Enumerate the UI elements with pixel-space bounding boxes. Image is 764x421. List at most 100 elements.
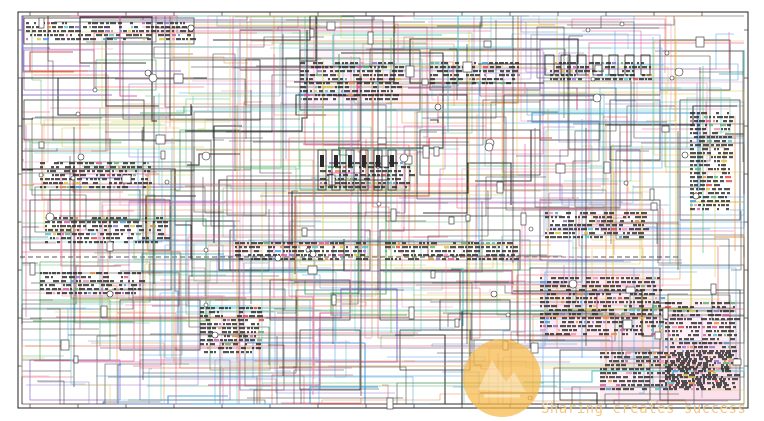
connector-pin [694,120,698,123]
connector-pin [706,188,710,191]
wire [324,66,669,196]
connector-pin [607,352,609,355]
connector-pin [141,178,144,181]
connector-pin [629,78,631,81]
connector-pin [707,322,712,325]
wire [105,37,159,107]
connector-pin [730,310,734,313]
connector-pin [147,162,149,165]
connector-pin [103,237,105,240]
connector-pin [398,242,400,245]
connector-pin [76,276,80,279]
connector-pin [120,229,125,232]
connector-pin [564,333,570,336]
connector-pin [638,232,644,235]
connector-pin [62,22,64,25]
connector-pin [651,281,655,284]
connector-pin [138,182,142,185]
connector-pin [590,236,592,239]
connector-pin [642,352,647,355]
relay-symbol [483,40,492,48]
wire [175,347,199,351]
connector-pin [718,356,724,359]
connector-pin [333,98,336,101]
connector-pin [360,74,362,77]
connector-pin [588,301,593,304]
connector-pin [605,364,610,367]
connector-pin [375,94,379,97]
connector-pin [256,347,261,350]
connector-pin [124,272,130,275]
connector-pin [119,26,122,29]
connector-pin [444,70,448,73]
connector-pin [716,382,722,385]
wire [244,92,300,170]
connector-pin [86,178,88,181]
wire [174,190,286,334]
connector-pin [653,360,656,363]
connector-pin [665,338,668,341]
connector-pin [732,382,735,385]
connector-pin [50,170,56,173]
connector-pin [77,162,83,165]
connector-pin [499,258,504,261]
connector-pin [90,178,93,181]
connector-pin [552,285,558,288]
connector-pin [401,166,406,169]
connector-pin [427,242,429,245]
connector-pin [92,26,97,29]
connector-pin [441,62,443,65]
connector-pin [314,98,318,101]
connector-pin [172,38,175,41]
connector-pin [495,62,498,65]
connector-pin [430,74,432,77]
connector-pin [653,309,657,312]
connector-pin [51,166,54,169]
connector-pin [559,216,565,219]
connector-pin [563,232,568,235]
connector-pin [673,310,676,313]
connector-pin [145,241,149,244]
connector-pin [710,358,713,361]
connector-pin [100,233,104,236]
connector-pin [131,233,134,236]
connector-pin [164,237,170,240]
connector-pin [247,331,249,334]
connector-pin [701,318,707,321]
terminal-symbol [75,111,81,117]
connector-pin [257,254,263,257]
connector-pin [729,358,732,361]
connector-pin [703,378,705,381]
connector-pin [375,70,381,73]
connector-pin [721,200,725,203]
connector-pin [724,148,729,151]
connector-pin [311,66,314,69]
connector-pin [630,301,632,304]
connector-pin [471,242,473,245]
connector-pin [435,62,439,65]
connector-pin [587,321,590,324]
connector-pin [418,254,422,257]
connector-pin [104,26,110,29]
connector-pin [729,156,733,159]
connector-pin [576,297,579,300]
connector-pin [676,322,678,325]
connector-pin [137,272,141,275]
connector-pin [575,216,577,219]
connector-pin [79,280,81,283]
connector-pin [256,246,260,249]
connector-pin [511,74,515,77]
connector-pin [392,162,398,165]
connector-pin [348,94,353,97]
connector-pin [139,280,145,283]
connector-pin [355,62,358,65]
connector-pin [299,242,303,245]
connector-pin [577,301,579,304]
connector-pin [62,276,67,279]
connector-pin [654,277,656,280]
connector-pin [423,242,425,245]
connector-pin [120,30,122,33]
connector-pin [606,301,611,304]
connector-pin [721,204,725,207]
connector-pin [482,78,486,81]
